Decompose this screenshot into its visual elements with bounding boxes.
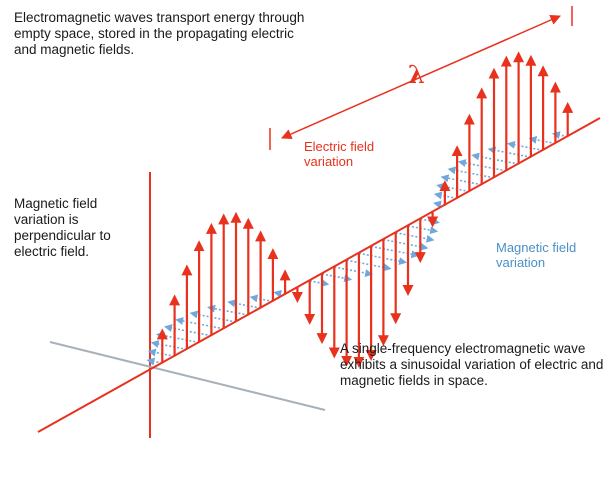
magnetic-perpendicular-note: Magnetic field variation is perpendicula… (14, 196, 111, 259)
magnetic-field-arrow (346, 259, 392, 272)
magnetic-field-arrow (334, 266, 374, 277)
magnetic-field-arrow (395, 231, 435, 243)
wavelength-symbol: λ (408, 60, 425, 89)
magnetic-field-arrow (189, 310, 237, 323)
magnetic-field-arrow (487, 146, 532, 158)
magnetic-field-arrow (440, 174, 482, 186)
intro-text: Electromagnetic waves transport energy t… (14, 10, 305, 57)
single-frequency-note: A single-frequency electromagnetic wave … (340, 341, 604, 388)
horizontal-axis (49, 341, 326, 411)
magnetic-field-arrow (447, 166, 495, 179)
magnetic-field-arrow (433, 191, 458, 200)
magnetic-field-arrow (506, 140, 544, 152)
electric-field-arrows (156, 51, 574, 368)
electric-field-label: Electric field variation (304, 139, 375, 169)
magnetic-field-arrow (175, 317, 224, 330)
magnetic-field-arrow (207, 304, 249, 316)
magnetic-field-arrow (150, 340, 188, 351)
wavelength-arrow (281, 14, 561, 140)
magnetic-field-label: Magnetic field variation (496, 240, 577, 270)
magnetic-field-arrow (155, 331, 200, 344)
magnetic-field-arrow (383, 238, 429, 251)
magnetic-field-arrow (249, 294, 274, 303)
